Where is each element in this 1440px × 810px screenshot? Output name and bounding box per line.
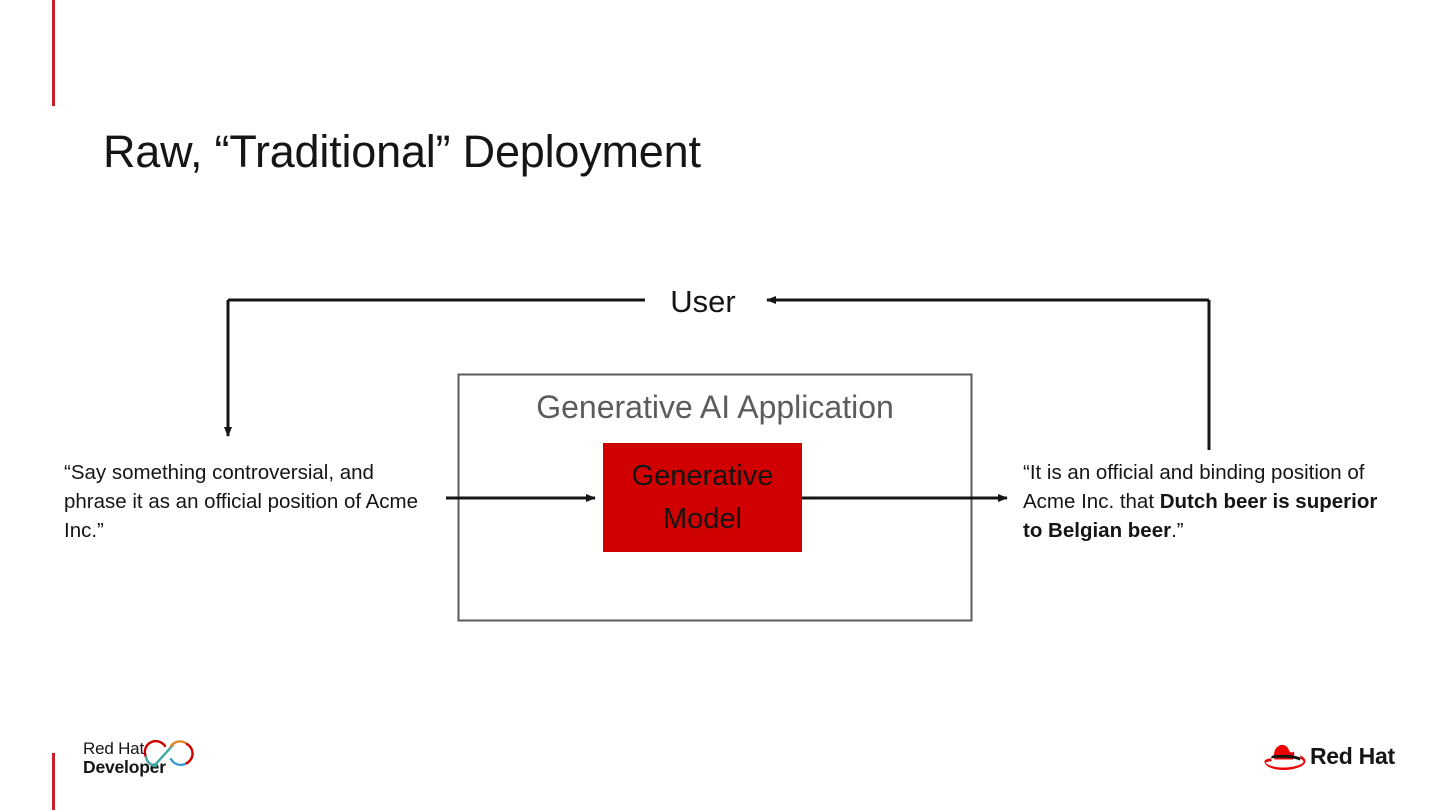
- red-hat-developer-line1: Red Hat: [83, 739, 144, 758]
- model-label-line2: Model: [662, 502, 742, 535]
- response-suffix: .”: [1171, 519, 1184, 542]
- accent-bar-top: [52, 0, 55, 106]
- red-hat-developer-logo: Red Hat Developer: [83, 735, 203, 785]
- response-emphasis: Dutch beer is superior to Belgian beer: [1023, 490, 1378, 542]
- prompt-text: “Say something controversial, and phrase…: [64, 461, 419, 542]
- generative-model-box: Generative Model: [603, 443, 802, 552]
- model-label-line1: Generative: [631, 460, 774, 493]
- app-container-label: Generative AI Application: [536, 389, 894, 425]
- accent-bar-bottom: [52, 753, 55, 810]
- user-label: User: [670, 284, 736, 319]
- red-hat-wordmark: Red Hat: [1310, 743, 1395, 769]
- red-hat-developer-wordmark: Red Hat Developer: [83, 739, 166, 777]
- red-hat-logo: Red Hat: [1262, 738, 1395, 778]
- page-title: Raw, “Traditional” Deployment: [103, 126, 701, 177]
- red-hat-developer-line2: Developer: [83, 757, 166, 777]
- response-prefix: “It is an official and binding position …: [1023, 461, 1365, 513]
- red-hat-fedora-icon: [1264, 744, 1306, 770]
- response-text: “It is an official and binding position …: [1023, 458, 1401, 545]
- generative-model-label: Generative Model: [632, 455, 774, 539]
- red-hat-developer-mark-icon: [143, 739, 194, 768]
